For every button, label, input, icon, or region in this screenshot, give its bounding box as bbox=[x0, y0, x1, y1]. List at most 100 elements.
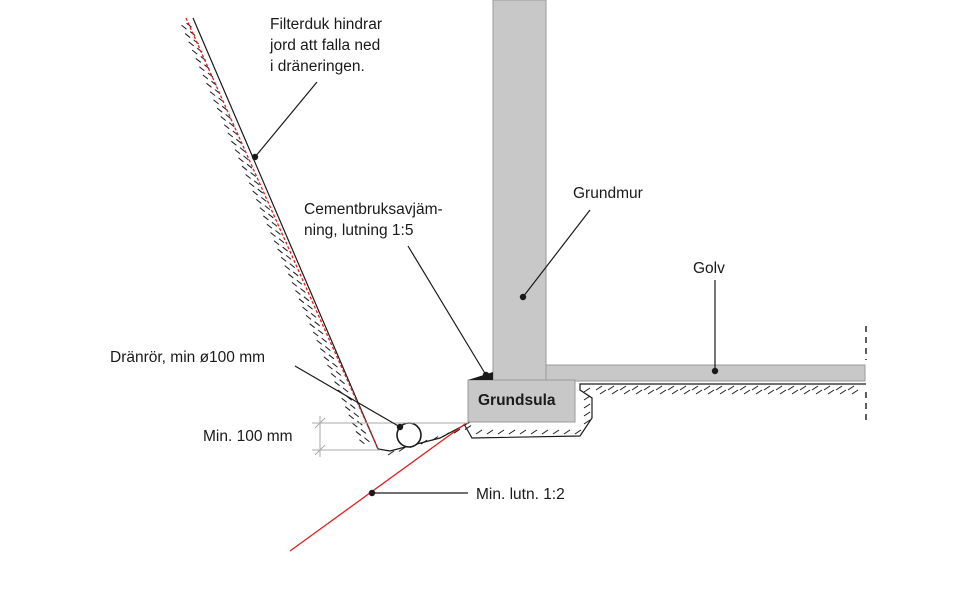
soil-hatch-mark bbox=[743, 389, 751, 395]
soil-hatch-mark bbox=[719, 389, 727, 395]
soil-hatch-mark bbox=[519, 429, 527, 435]
soil-hatch-mark bbox=[667, 385, 675, 391]
soil-hatch-mark bbox=[259, 207, 266, 213]
label-cementbruk-line2: ning, lutning 1:5 bbox=[304, 222, 413, 239]
leader-dranror bbox=[294, 365, 404, 431]
soil-hatch-mark bbox=[583, 395, 591, 401]
soil-hatch-mark bbox=[209, 91, 216, 96]
soil-hatch-mark bbox=[250, 172, 256, 177]
soil-hatch-mark bbox=[206, 82, 212, 88]
soil-hatch-mark bbox=[475, 429, 483, 435]
soil-hatch-mark bbox=[195, 58, 202, 63]
soil-hatch-mark bbox=[835, 385, 843, 391]
soil-hatch-mark bbox=[284, 265, 291, 271]
soil-hatch-mark bbox=[223, 124, 230, 130]
min-slope-line bbox=[289, 423, 466, 552]
soil-hatch-mark bbox=[851, 389, 859, 395]
soil-hatch-mark bbox=[607, 385, 615, 391]
soil-hatch-mark bbox=[839, 389, 847, 395]
soil-hatch-mark bbox=[703, 385, 711, 391]
label-dranror: Dränrör, min ø100 mm bbox=[110, 349, 265, 366]
soil-hatch-mark bbox=[319, 348, 326, 353]
soil-hatch-mark bbox=[238, 157, 244, 163]
soil-hatch-mark bbox=[316, 339, 323, 345]
soil-hatch-mark bbox=[727, 385, 735, 391]
soil-hatch-mark bbox=[199, 66, 205, 72]
soil-hatch-mark bbox=[583, 387, 591, 393]
soil-hatch-mark bbox=[273, 240, 280, 246]
soil-hatch-mark bbox=[282, 246, 288, 252]
soil-hatch-mark bbox=[324, 346, 331, 351]
soil-hatch-mark bbox=[246, 163, 253, 169]
soil-hatch-mark bbox=[220, 116, 227, 121]
soil-hatch-mark bbox=[827, 389, 835, 395]
soil-hatch-mark bbox=[314, 321, 320, 327]
soil-hatch-mark bbox=[847, 385, 855, 391]
soil-hatch-mark bbox=[207, 72, 214, 78]
soil-hatch-mark bbox=[228, 122, 235, 128]
soil-hatch-mark bbox=[811, 385, 819, 391]
soil-hatch-mark bbox=[431, 436, 439, 441]
soil-hatch-mark bbox=[234, 149, 241, 155]
label-cementbruk-line1: Cementbruksavjäm- bbox=[304, 201, 443, 218]
soil-hatch-mark bbox=[332, 362, 338, 368]
soil-hatch-mark bbox=[184, 33, 191, 38]
label-cementbruk: Cementbruksavjäm- ning, lutning 1:5 bbox=[304, 201, 447, 239]
soil-hatch-mark bbox=[221, 105, 228, 111]
soil-hatch-mark bbox=[552, 429, 560, 435]
soil-hatch-mark bbox=[453, 428, 461, 434]
soil-hatch-mark bbox=[398, 446, 406, 452]
soil-hatch-mark bbox=[348, 414, 355, 420]
soil-hatch-mark bbox=[300, 288, 306, 293]
soil-hatch-mark bbox=[181, 24, 187, 30]
soil-hatch-mark bbox=[563, 429, 571, 435]
label-grundsula: Grundsula bbox=[478, 392, 556, 409]
soil-hatch-mark bbox=[707, 389, 715, 395]
foundation-wall bbox=[492, 0, 547, 381]
soil-hatch-mark bbox=[280, 256, 287, 262]
label-filterduk-line3: i dräneringen. bbox=[270, 58, 365, 75]
soil-hatch-mark bbox=[611, 389, 619, 395]
soil-hatch-mark bbox=[355, 431, 362, 436]
soil-hatch-mark bbox=[791, 389, 799, 395]
soil-hatch-mark bbox=[252, 190, 259, 196]
embankment-soil bbox=[181, 17, 379, 450]
soil-hatch-mark bbox=[232, 130, 239, 136]
soil-hatch-mark bbox=[216, 107, 223, 113]
soil-hatch-mark bbox=[341, 397, 347, 403]
soil-hatch-mark bbox=[643, 385, 651, 391]
soil-hatch-mark bbox=[695, 389, 703, 395]
soil-hatch-mark bbox=[327, 364, 333, 370]
soil-hatch-mark bbox=[647, 389, 655, 395]
soil-hatch-mark bbox=[339, 379, 345, 385]
soil-hatch-mark bbox=[739, 385, 747, 391]
soil-hatch-mark bbox=[541, 429, 549, 435]
soil-hatch-mark bbox=[323, 356, 330, 362]
soil-hatch-mark bbox=[253, 180, 260, 186]
soil-hatch-mark bbox=[310, 312, 317, 318]
soil-hatch-mark bbox=[334, 381, 340, 387]
soil-hatch-mark bbox=[364, 437, 370, 443]
soil-hatch-mark bbox=[202, 74, 209, 80]
soil-hatch-mark bbox=[263, 215, 269, 221]
soil-hatch-mark bbox=[296, 279, 303, 285]
soil-hatch-mark bbox=[268, 213, 274, 219]
soil-hatch-mark bbox=[303, 296, 310, 302]
soil-hatch-mark bbox=[497, 429, 505, 435]
soil-hatch-mark bbox=[359, 439, 365, 445]
soil-hatch-mark bbox=[292, 271, 299, 277]
soil-hatch-mark bbox=[328, 354, 335, 360]
soil-hatch-mark bbox=[330, 373, 337, 378]
soil-hatch-mark bbox=[309, 323, 315, 329]
soil-hatch-mark bbox=[321, 337, 328, 343]
label-min-lutn: Min. lutn. 1:2 bbox=[476, 486, 565, 503]
soil-hatch-mark bbox=[823, 385, 831, 391]
footing bbox=[467, 379, 576, 423]
soil-hatch-mark bbox=[239, 147, 246, 153]
soil-hatch-mark bbox=[715, 385, 723, 391]
floor-slab bbox=[545, 364, 866, 382]
soil-hatch-mark bbox=[619, 385, 627, 391]
soil-hatch-mark bbox=[278, 238, 285, 244]
soil-hatch-mark bbox=[442, 432, 450, 438]
soil-hatch-mark bbox=[583, 403, 591, 409]
